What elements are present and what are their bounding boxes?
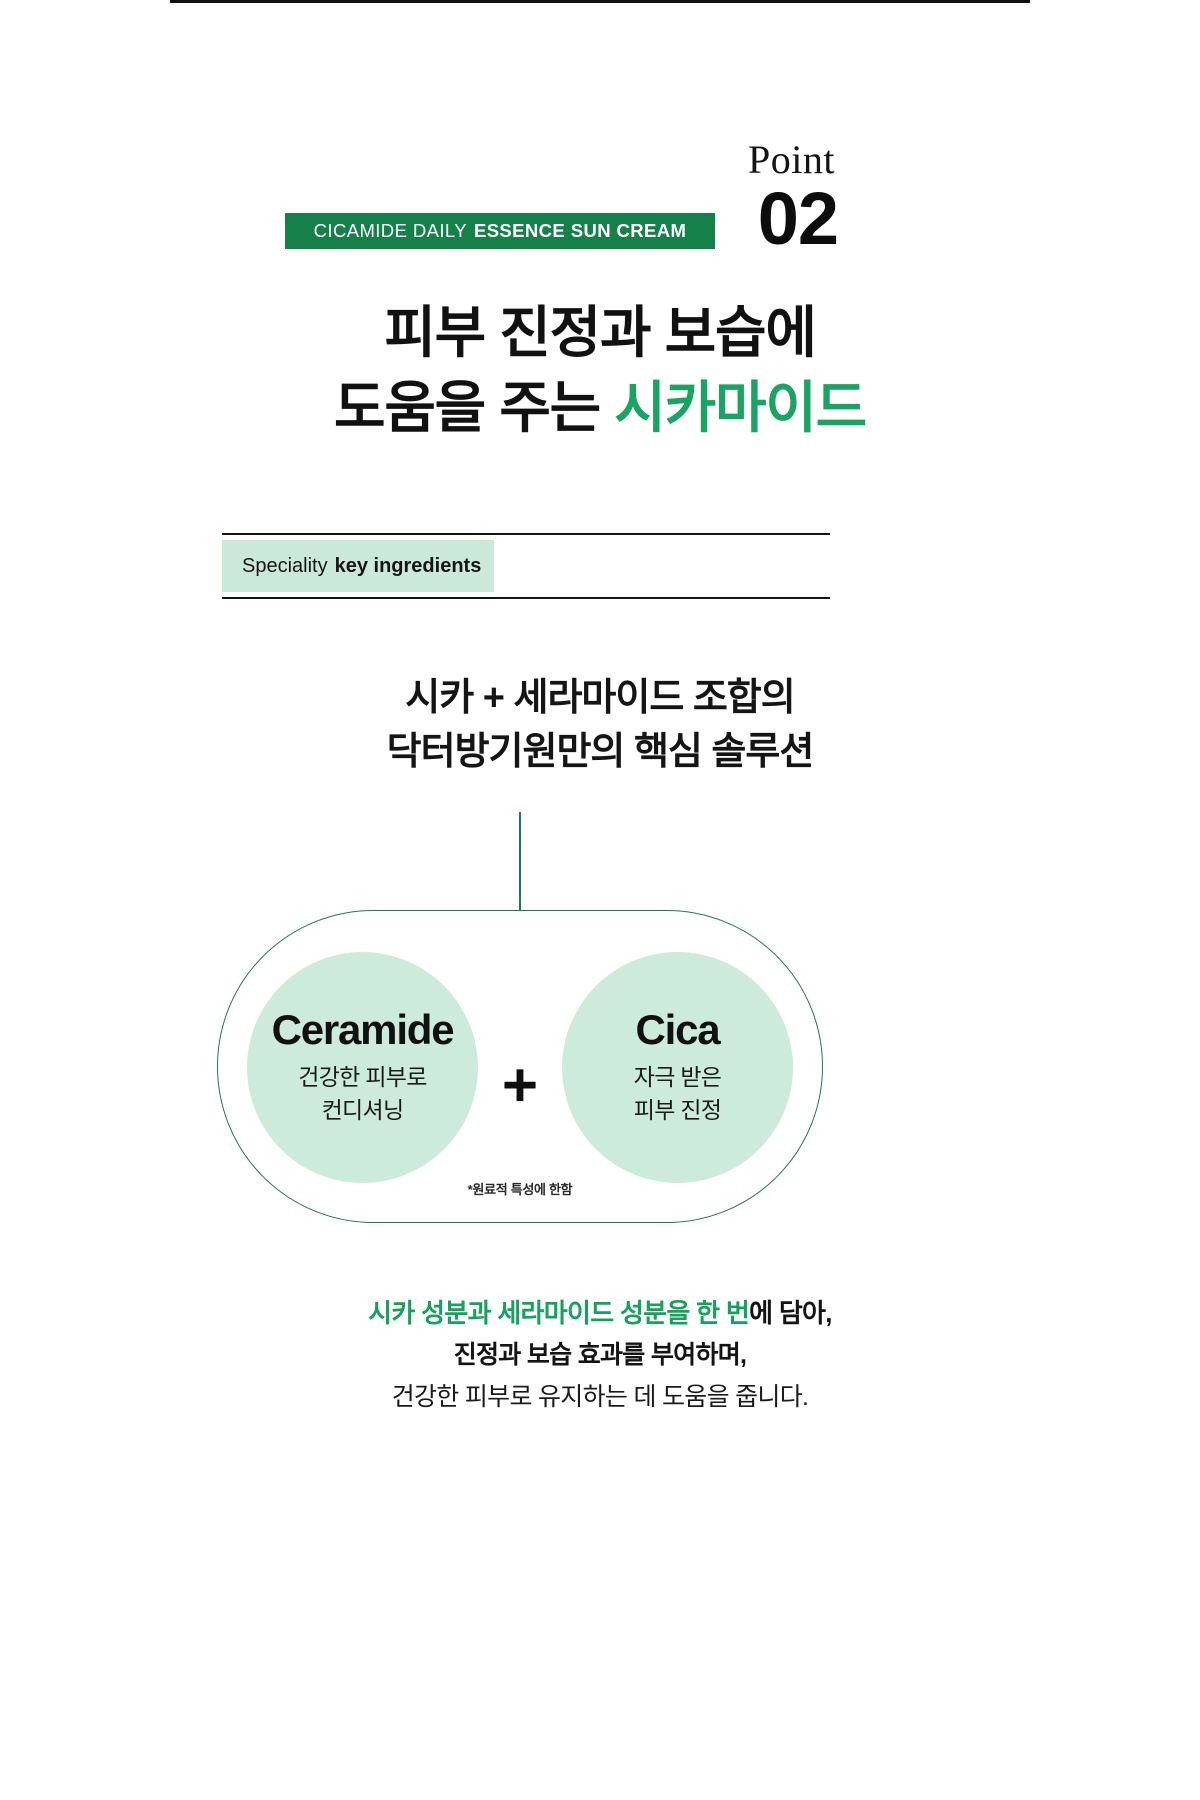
headline-line-2-accent: 시카마이드 bbox=[614, 376, 867, 440]
speciality-bold-text: key ingredients bbox=[334, 554, 482, 577]
summary-line-1-plain: 에 담아, bbox=[749, 1298, 832, 1328]
point-block: Point 02 bbox=[0, 140, 1200, 270]
plus-icon: + bbox=[501, 1051, 539, 1120]
subhead-line-1: 시카 + 세라마이드 조합의 bbox=[405, 677, 795, 719]
summary-line-1: 시카 성분과 세라마이드 성분을 한 번에 담아, bbox=[0, 1292, 1200, 1335]
ceramide-description: 건강한 피부로 컨디셔닝 bbox=[298, 1061, 427, 1126]
speciality-chip: Speciality key ingredients bbox=[222, 540, 494, 592]
cica-desc-line-2: 피부 진정 bbox=[633, 1097, 722, 1124]
diagram-footnote: *원료적 특성에 한함 bbox=[467, 1182, 573, 1197]
speciality-rule-bottom bbox=[222, 597, 830, 599]
cica-desc-line-1: 자극 받은 bbox=[633, 1064, 722, 1091]
ceramide-title: Ceramide bbox=[271, 1006, 455, 1054]
subhead-line-2: 닥터방기원만의 핵심 솔루션 bbox=[386, 730, 815, 773]
ceramide-desc-line-2: 컨디셔닝 bbox=[321, 1097, 405, 1124]
page-title: 피부 진정과 보습에 도움을 주는 시카마이드 bbox=[0, 295, 1200, 445]
top-divider bbox=[170, 0, 1030, 3]
headline-line-2: 도움을 주는 시카마이드 bbox=[0, 370, 1200, 445]
summary-line-3: 건강한 피부로 유지하는 데 도움을 줍니다. bbox=[391, 1382, 809, 1411]
point-number: 02 bbox=[757, 177, 839, 260]
ribbon-bold-text: ESSENCE SUN CREAM bbox=[473, 220, 687, 241]
ingredient-bubble-cica: Cica 자극 받은 피부 진정 bbox=[562, 952, 793, 1183]
summary-line-2: 진정과 보습 효과를 부여하며, bbox=[453, 1341, 747, 1370]
connector-line bbox=[519, 812, 521, 910]
headline-line-1: 피부 진정과 보습에 bbox=[384, 301, 816, 364]
summary-paragraph: 시카 성분과 세라마이드 성분을 한 번에 담아, 진정과 보습 효과를 부여하… bbox=[0, 1292, 1200, 1418]
point-label: Point bbox=[748, 137, 835, 182]
speciality-rule-top bbox=[222, 533, 830, 535]
speciality-section-header: Speciality key ingredients bbox=[222, 533, 830, 599]
summary-line-1-accent: 시카 성분과 세라마이드 성분을 한 번 bbox=[368, 1298, 750, 1328]
ribbon-light-text: CICAMIDE DAILY bbox=[313, 220, 467, 241]
headline-line-2-plain: 도움을 주는 bbox=[334, 376, 601, 440]
speciality-light-text: Speciality bbox=[242, 554, 328, 577]
product-ribbon: CICAMIDE DAILY ESSENCE SUN CREAM bbox=[285, 213, 715, 249]
section-subtitle: 시카 + 세라마이드 조합의 닥터방기원만의 핵심 솔루션 bbox=[0, 672, 1200, 780]
ingredient-capsule-diagram: Ceramide 건강한 피부로 컨디셔닝 + Cica 자극 받은 피부 진정… bbox=[217, 910, 823, 1223]
cica-description: 자극 받은 피부 진정 bbox=[634, 1061, 722, 1126]
ceramide-desc-line-1: 건강한 피부로 bbox=[298, 1064, 427, 1091]
ingredient-bubble-ceramide: Ceramide 건강한 피부로 컨디셔닝 bbox=[247, 952, 478, 1183]
cica-title: Cica bbox=[635, 1006, 721, 1054]
